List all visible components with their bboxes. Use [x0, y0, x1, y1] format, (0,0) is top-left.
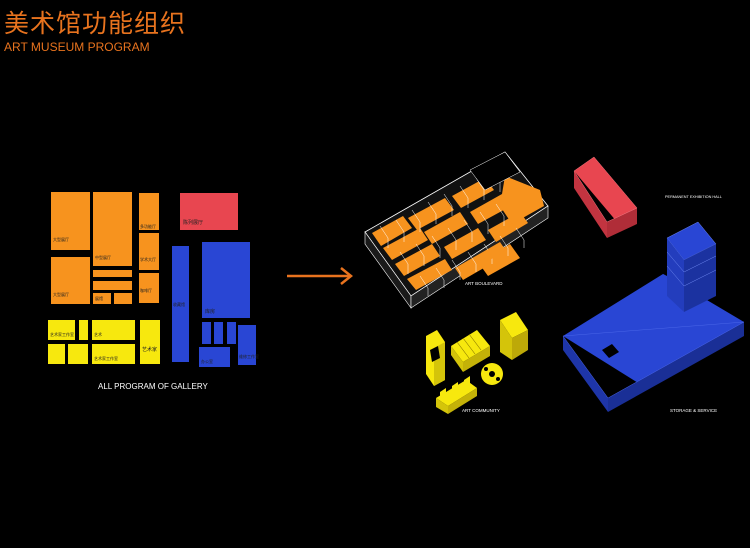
program-block-exhibition-hall: 陈列展厅	[180, 193, 238, 230]
art-community-axon	[426, 312, 528, 414]
storage-service-label: STORAGE & SERVICE	[670, 408, 717, 413]
block-label: 多功能厅	[140, 224, 156, 229]
block-label: 艺术家	[142, 347, 158, 353]
program-block-mid-exhibition: 中型展厅	[93, 192, 132, 266]
block-label: 学术大厅	[140, 257, 156, 262]
block-label: 陈列展厅	[183, 220, 204, 226]
block-label: 大型展厅	[53, 292, 69, 297]
permanent-exhibition-hall-axon	[573, 156, 638, 238]
program-block-small-blue-2	[214, 322, 223, 344]
block-label: 收藏馆	[173, 302, 185, 307]
program-block-studio-7: 艺术家	[140, 320, 160, 364]
block-label: 咖啡厅	[140, 288, 152, 293]
art-boulevard-axon	[364, 151, 549, 309]
page-subtitle: ART MUSEUM PROGRAM	[4, 40, 150, 54]
permanent-hall-label: PERMANENT EXHIBITION HALL	[665, 195, 722, 199]
program-block-small-2	[114, 293, 132, 304]
block-label: 展馆	[95, 296, 103, 301]
program-block-office: 办公室	[199, 347, 230, 367]
program-block-large-exhibition-1: 大型展厅	[51, 192, 90, 250]
block-label: 办公室	[201, 359, 213, 364]
block-label: 大型展厅	[53, 237, 69, 242]
block-label: 中型展厅	[95, 255, 111, 260]
program-block-col-1: 多功能厅	[139, 193, 159, 230]
block-label: 艺术家工作室	[50, 332, 74, 337]
program-block-studio-3: 艺术	[92, 320, 135, 340]
program-block-small-blue-3	[227, 322, 236, 344]
program-block-collection-strip: 收藏馆	[172, 246, 189, 362]
program-block-studio-4	[48, 344, 65, 364]
program-block-small-1: 展馆	[93, 293, 111, 304]
program-block-col-3: 咖啡厅	[139, 273, 159, 303]
program-block-workshop: 维修工作室	[238, 325, 259, 365]
art-boulevard-label: ART BOULEVARD	[465, 281, 503, 286]
program-block-col-2: 学术大厅	[139, 233, 159, 270]
program-block-studio-1: 艺术家工作室	[48, 320, 75, 340]
block-label: 库房	[205, 309, 216, 315]
program-block-strip-1	[93, 270, 132, 277]
program-block-small-blue-1	[202, 322, 211, 344]
program-block-studio-6: 艺术家工作室	[92, 344, 135, 364]
block-label: 艺术家工作室	[94, 356, 118, 361]
page-title: 美术馆功能组织	[4, 9, 187, 38]
block-label: 艺术	[94, 332, 102, 337]
program-block-studio-5	[68, 344, 88, 364]
program-block-large-exhibition-2: 大型展厅	[51, 257, 90, 304]
program-block-studio-2	[79, 320, 88, 340]
art-community-label: ART COMMUNITY	[462, 408, 500, 413]
storage-service-axon	[562, 221, 745, 412]
program-block-strip-2	[93, 281, 132, 290]
block-label: 维修工作室	[239, 354, 259, 359]
program-caption: ALL PROGRAM OF GALLERY	[98, 382, 208, 391]
program-block-storage: 库房	[202, 242, 250, 318]
